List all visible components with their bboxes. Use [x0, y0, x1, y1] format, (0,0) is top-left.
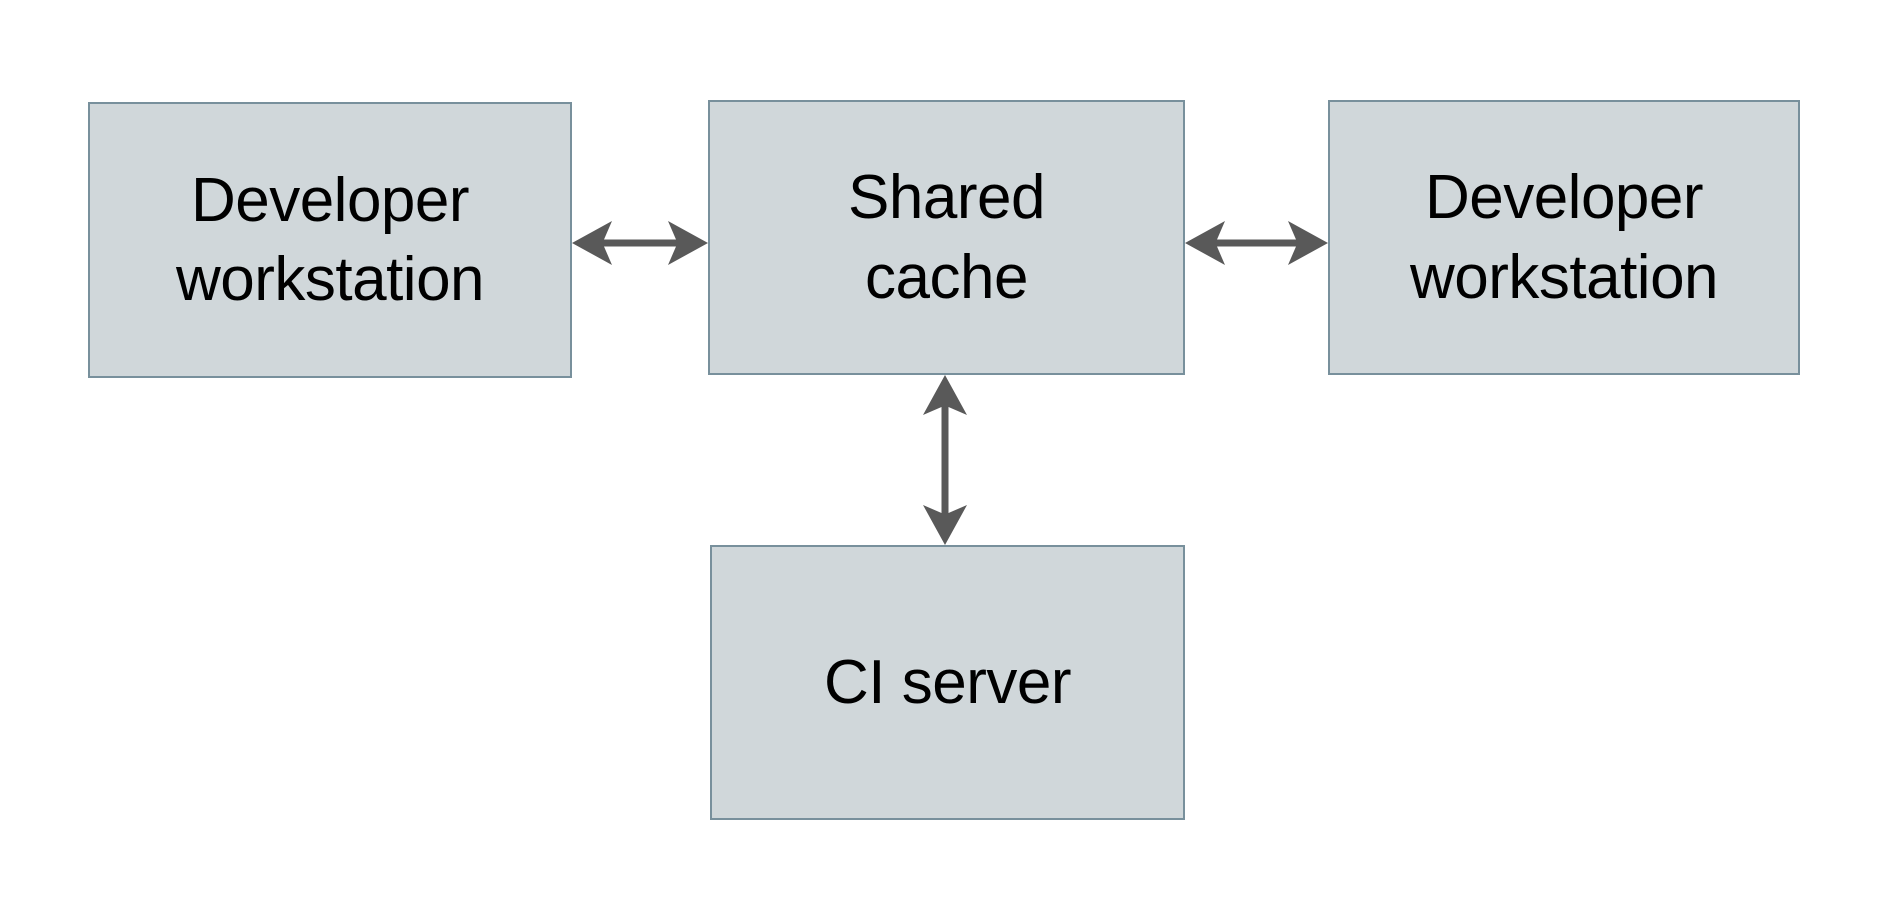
node-ci-server[interactable]: CI server — [710, 545, 1185, 820]
node-developer-workstation-right[interactable]: Developer workstation — [1328, 100, 1800, 375]
node-shared-cache[interactable]: Shared cache — [708, 100, 1185, 375]
node-label: CI server — [824, 647, 1071, 717]
node-label: Developer workstation — [175, 165, 485, 314]
node-developer-workstation-left[interactable]: Developer workstation — [88, 102, 572, 378]
node-label: Shared cache — [848, 163, 1045, 312]
double-arrow-icon-shared-cache-to-right-workstation — [1185, 221, 1328, 265]
double-arrow-icon-shared-cache-to-ci-server — [923, 375, 967, 545]
double-arrow-icon-left-workstation-to-shared-cache — [572, 221, 708, 265]
node-label: Developer workstation — [1409, 163, 1719, 312]
